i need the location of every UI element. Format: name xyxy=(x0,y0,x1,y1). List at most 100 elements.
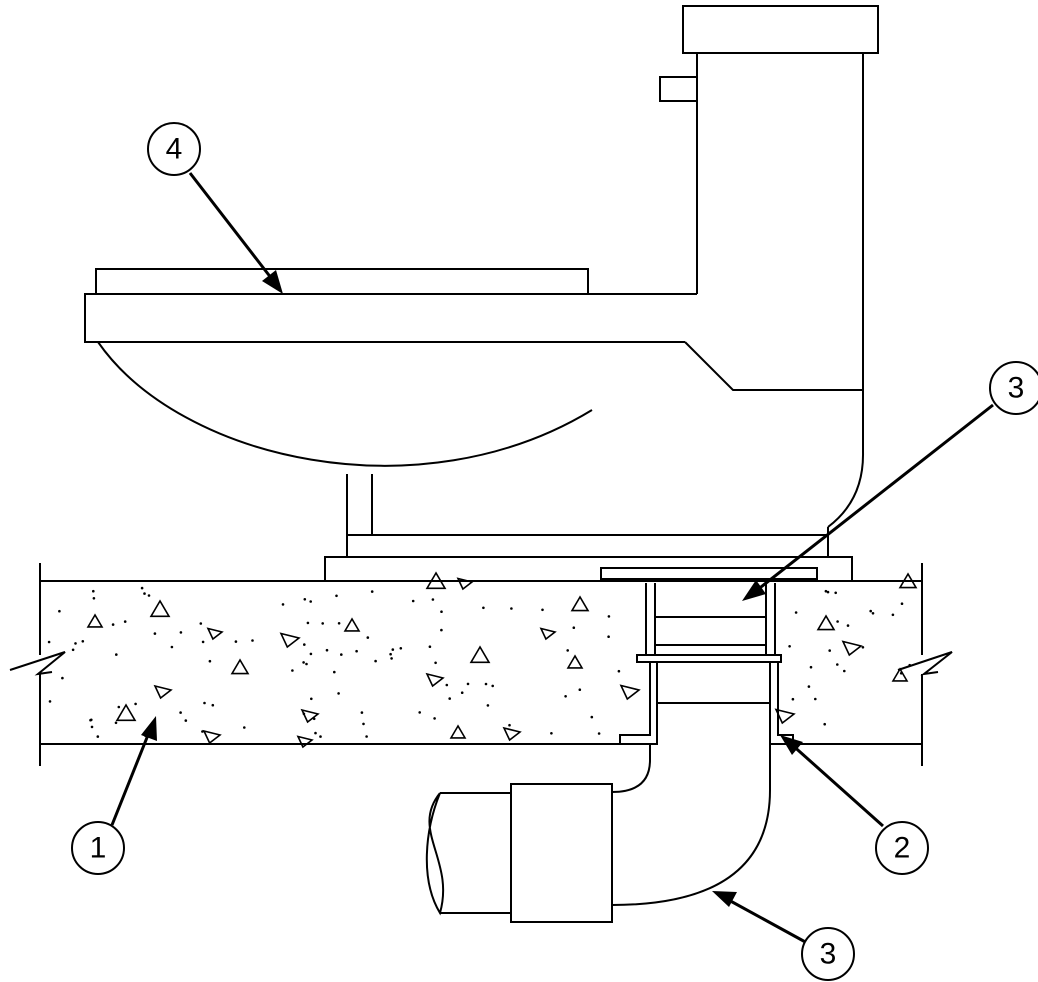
aggregate-dot xyxy=(828,649,831,652)
leaders xyxy=(110,172,994,946)
aggregate-triangle xyxy=(279,632,301,649)
aggregate-dot xyxy=(179,631,183,634)
aggregate-triangle xyxy=(115,703,137,722)
aggregate-dot xyxy=(440,628,443,632)
aggregate-dot xyxy=(234,640,238,643)
aggregate-dot xyxy=(843,669,846,673)
aggregate-dot xyxy=(578,688,582,691)
drain-pipe xyxy=(425,744,771,923)
flange-inner-lines xyxy=(655,616,766,646)
aggregate-dot xyxy=(92,597,96,600)
leader-3-top xyxy=(751,403,994,596)
aggregate-dot xyxy=(281,603,285,606)
aggregate-dot xyxy=(572,626,576,629)
aggregate-dot xyxy=(90,725,94,729)
aggregate-triangle xyxy=(425,571,447,590)
aggregate-dot xyxy=(440,610,443,613)
aggregate-dot xyxy=(355,649,358,653)
aggregate-dot xyxy=(607,635,610,638)
aggregate-dot xyxy=(374,659,377,663)
slab-break-left xyxy=(9,563,66,766)
aggregate-dot xyxy=(607,615,611,618)
aggregate-dot xyxy=(791,697,795,701)
aggregate-triangle xyxy=(570,595,590,612)
aggregate-dot xyxy=(418,711,422,714)
aggregate-dot xyxy=(370,590,374,593)
seat-lid xyxy=(95,268,589,295)
elbow-outer xyxy=(611,744,771,906)
aggregate-triangle xyxy=(816,614,836,631)
aggregate-dot xyxy=(302,712,306,716)
aggregate-dot xyxy=(809,665,813,669)
aggregate-dot xyxy=(251,639,254,642)
aggregate-dot xyxy=(428,645,432,648)
aggregate-triangle xyxy=(300,708,320,724)
aggregate-triangle xyxy=(774,708,796,725)
flange-sleeve-right xyxy=(765,583,776,655)
aggregate-dot xyxy=(74,642,77,645)
aggregate-triangle xyxy=(539,627,557,641)
elbow-inner xyxy=(611,744,651,793)
flange-plate xyxy=(600,567,818,580)
aggregate-dot xyxy=(908,663,911,667)
aggregate-dot xyxy=(309,652,313,656)
aggregate-dot xyxy=(365,735,368,738)
aggregate-dot xyxy=(335,594,338,598)
aggregate-dot xyxy=(58,609,61,613)
aggregate-dot xyxy=(199,622,203,625)
callout-3-bottom-label: 3 xyxy=(820,938,837,971)
aggregate-dot xyxy=(115,653,118,656)
aggregate-dot xyxy=(794,611,798,614)
aggregate-triangle xyxy=(449,724,467,739)
aggregate-dot xyxy=(314,731,317,735)
callout-2: 2 xyxy=(875,821,929,875)
aggregate-dot xyxy=(871,612,875,615)
aggregate-triangle xyxy=(343,617,361,632)
aggregate-dot xyxy=(391,648,395,651)
aggregate-triangle xyxy=(206,627,224,641)
aggregate-dot xyxy=(362,722,365,726)
aggregate-dot xyxy=(319,735,322,738)
aggregate-dot xyxy=(71,648,75,652)
aggregate-dot xyxy=(486,704,490,707)
aggregate-dot xyxy=(92,589,95,593)
aggregate-dot xyxy=(321,622,325,625)
toilet xyxy=(84,5,879,582)
aggregate-dot xyxy=(508,723,511,727)
aggregate-dot xyxy=(807,685,811,688)
flange-collar xyxy=(636,654,782,663)
aggregate-dot xyxy=(111,623,115,626)
aggregate-dot xyxy=(117,705,121,709)
aggregate-dot xyxy=(340,653,343,656)
aggregate-dot xyxy=(389,652,392,656)
leader-3-bottom xyxy=(724,896,810,946)
aggregate-dot xyxy=(96,735,100,738)
aggregate-dot xyxy=(201,730,204,733)
aggregate-dot xyxy=(491,684,495,688)
tank-lower-contour xyxy=(684,341,863,391)
aggregate-dot xyxy=(201,640,205,644)
aggregate-dot xyxy=(510,607,513,610)
aggregate-dot xyxy=(114,721,118,725)
aggregate-dot xyxy=(203,701,206,705)
aggregate-dot xyxy=(243,726,246,729)
aggregate-dot xyxy=(337,622,341,625)
aggregate-triangle xyxy=(502,726,522,742)
aggregate-dot xyxy=(836,620,839,623)
pedestal xyxy=(346,474,373,557)
aggregate-triangle xyxy=(456,577,474,591)
aggregate-triangle xyxy=(566,654,584,669)
horizontal-pipe xyxy=(440,792,511,914)
tank-lid xyxy=(682,5,879,54)
aggregate-dot xyxy=(333,670,336,674)
aggregate-dot xyxy=(312,717,316,721)
aggregate-dot xyxy=(123,620,127,623)
callout-2-label: 2 xyxy=(894,832,911,865)
aggregate-dot xyxy=(337,692,340,695)
aggregate-dot xyxy=(140,586,144,590)
concrete-aggregate xyxy=(47,571,918,749)
aggregate-dot xyxy=(184,719,188,722)
aggregate-triangle xyxy=(296,735,314,749)
aggregate-triangle xyxy=(230,658,250,675)
aggregate-dot xyxy=(208,659,212,663)
